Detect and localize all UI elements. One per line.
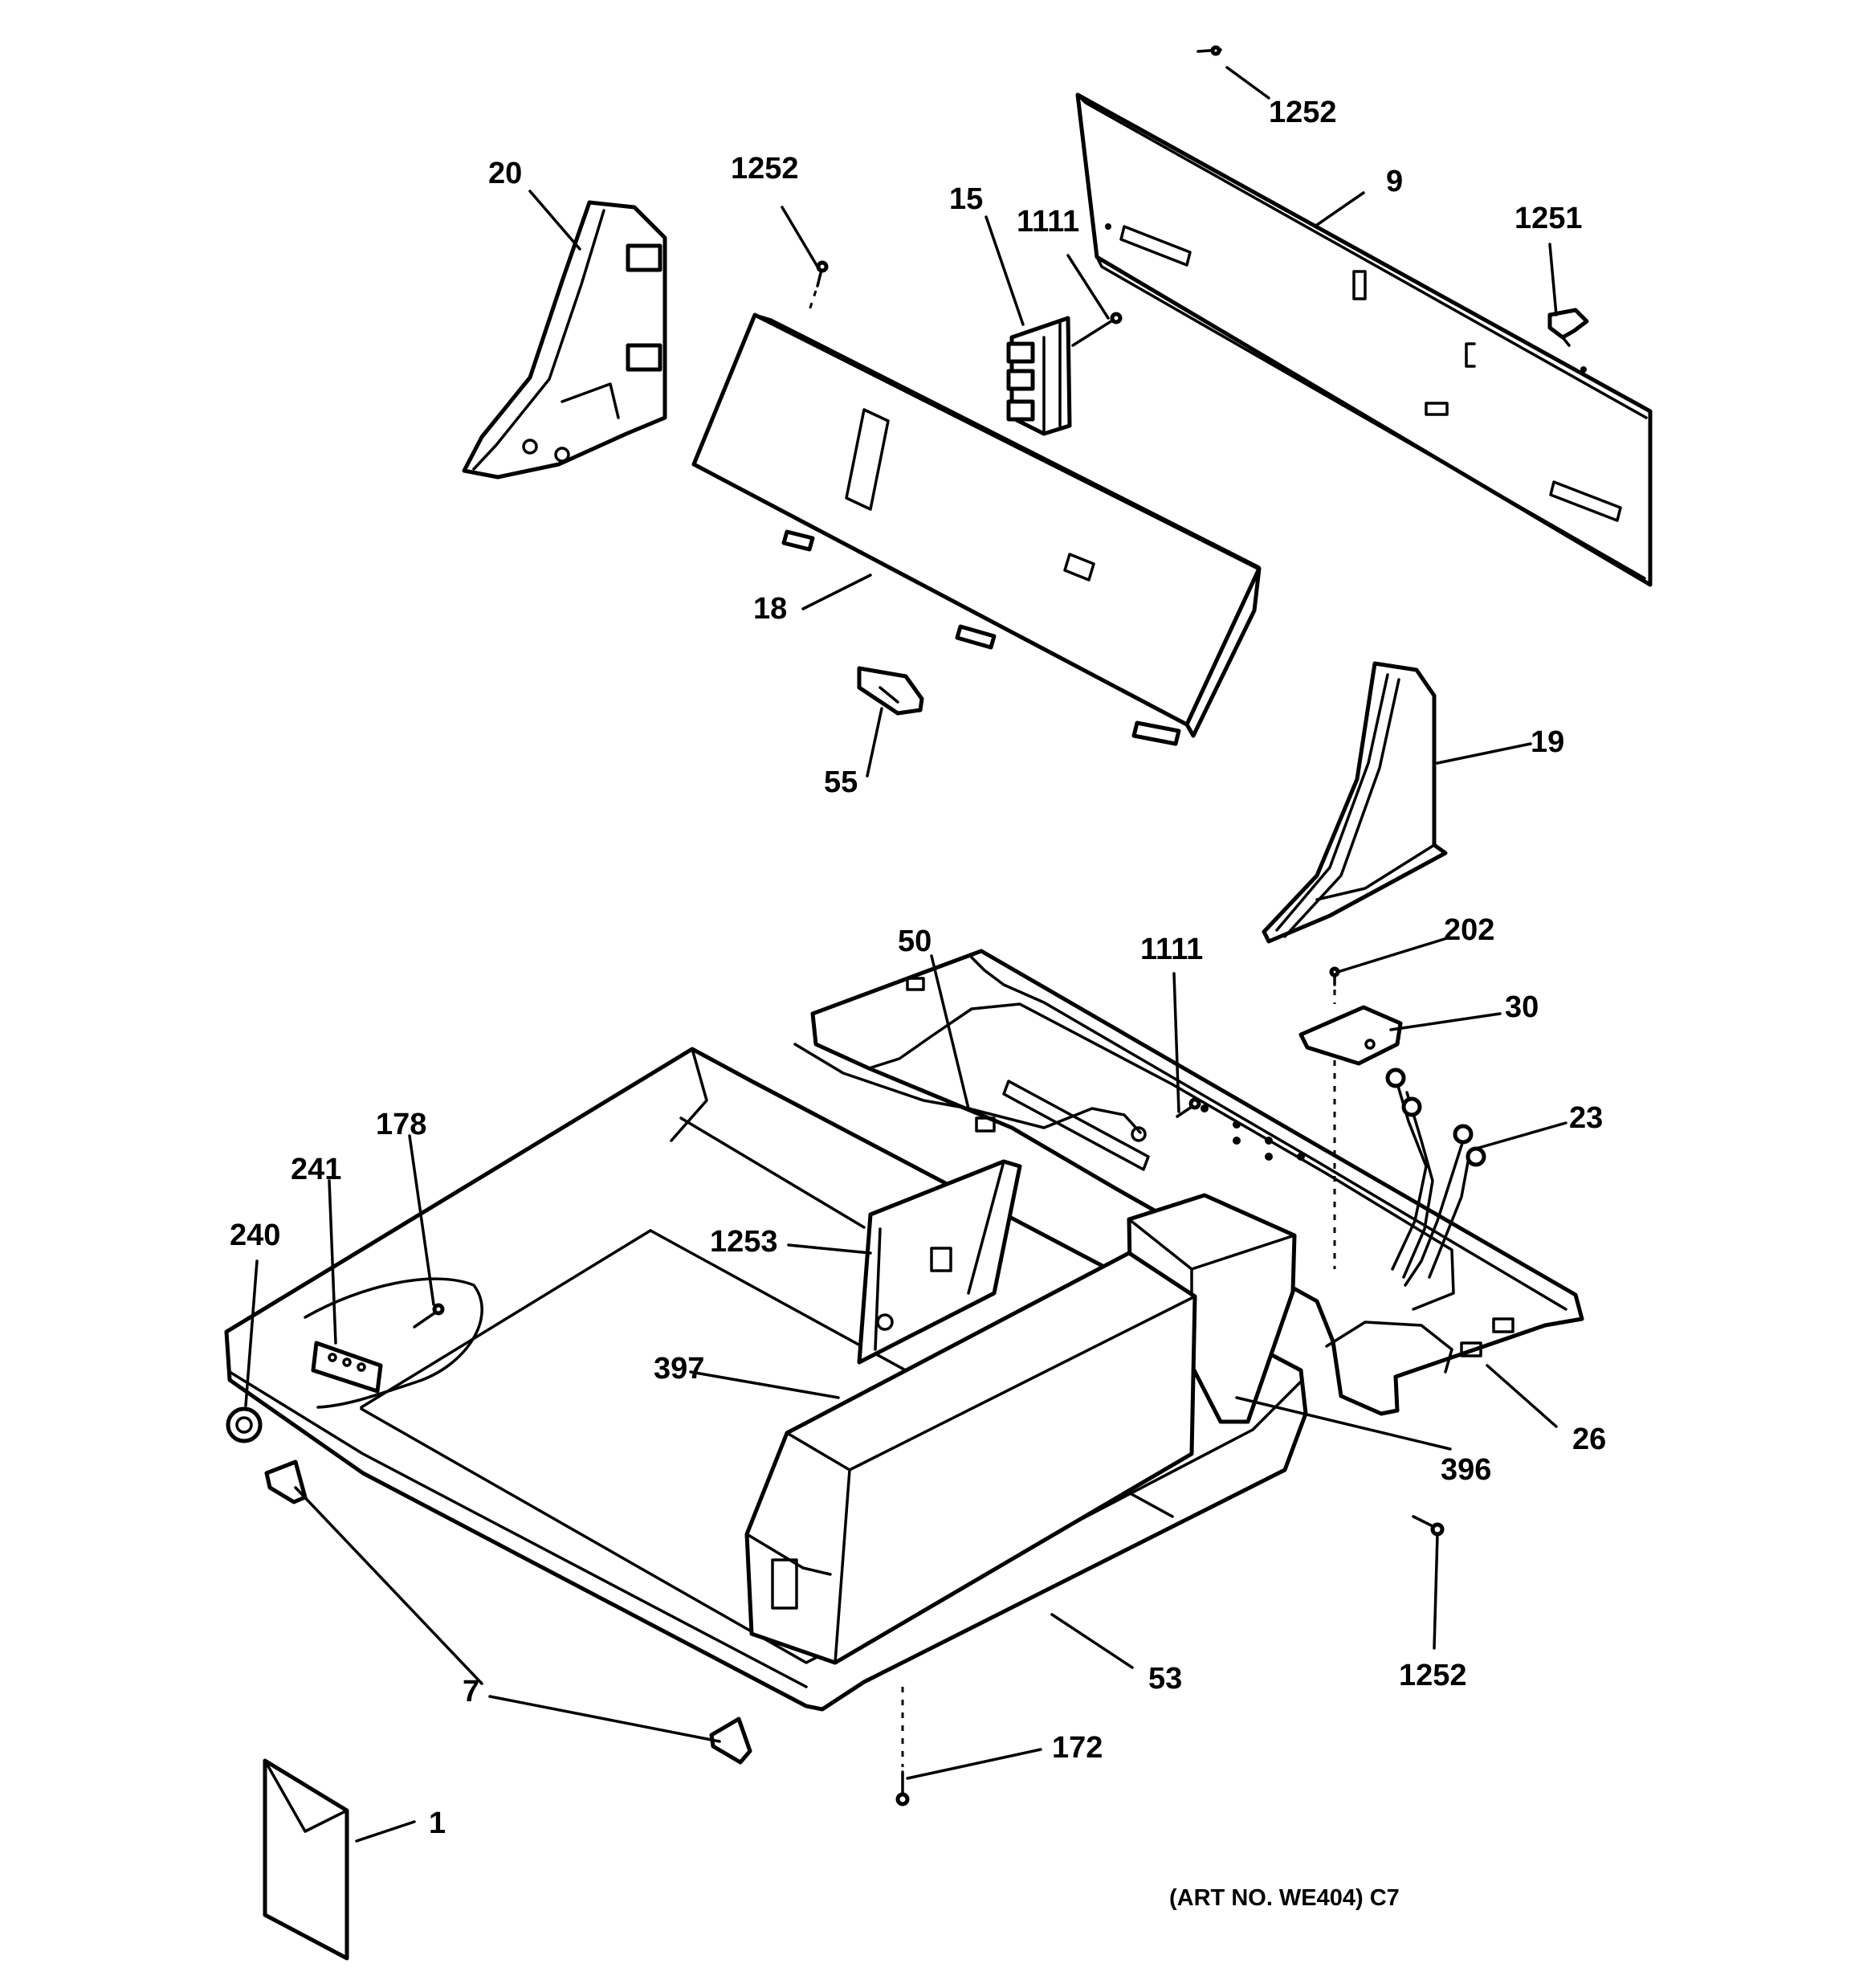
callout-7: 7 xyxy=(463,1675,479,1708)
callout-15: 15 xyxy=(949,182,983,216)
callout-1252-panel: 1252 xyxy=(731,152,799,186)
part-15-switch xyxy=(1006,316,1072,436)
part-55-clip xyxy=(857,666,924,716)
leader-lines xyxy=(244,66,1567,1843)
part-1251-clip xyxy=(1547,308,1589,347)
callout-50: 50 xyxy=(898,925,932,958)
part-20-end-cap-left xyxy=(462,200,667,480)
callout-1111-top: 1111 xyxy=(1017,205,1079,239)
part-1-literature-packet xyxy=(263,1758,349,1961)
art-number: (ART NO. WE404) C7 xyxy=(1169,1885,1400,1911)
part-240-knob xyxy=(226,1406,263,1443)
callout-1252-top: 1252 xyxy=(1269,96,1337,129)
part-1253-bracket xyxy=(857,1159,1022,1365)
part-30-bracket xyxy=(1298,1005,1403,1066)
callout-1253: 1253 xyxy=(710,1225,778,1259)
callout-labels: 1252 9 1251 20 1252 15 1111 18 55 19 50 … xyxy=(230,96,1606,1911)
callout-396: 396 xyxy=(1441,1453,1491,1487)
callout-1251: 1251 xyxy=(1514,202,1583,235)
part-18-control-panel xyxy=(691,312,1262,746)
callout-26: 26 xyxy=(1572,1423,1606,1456)
callout-9: 9 xyxy=(1386,165,1403,198)
callout-1: 1 xyxy=(429,1806,446,1840)
part-26-base-tray xyxy=(810,949,1584,1416)
callout-55: 55 xyxy=(824,765,858,799)
part-241-bracket xyxy=(311,1341,383,1394)
callout-23: 23 xyxy=(1569,1101,1603,1135)
part-7-clip-left xyxy=(264,1459,308,1504)
callout-18: 18 xyxy=(753,592,787,626)
part-23-wire-harness xyxy=(1385,1067,1486,1287)
callout-53: 53 xyxy=(1148,1662,1182,1696)
part-19-end-cap-right xyxy=(1262,661,1448,944)
callout-241: 241 xyxy=(291,1153,341,1186)
part-1111-screw-top xyxy=(1071,312,1123,347)
part-172-screw xyxy=(895,1687,910,1806)
callout-202: 202 xyxy=(1444,913,1494,947)
callout-178: 178 xyxy=(376,1108,426,1141)
callout-240: 240 xyxy=(230,1219,280,1252)
callout-19: 19 xyxy=(1531,725,1564,759)
callout-30: 30 xyxy=(1505,990,1539,1024)
part-1252-screw-bottom xyxy=(1412,1515,1445,1537)
part-1111-screw-mid xyxy=(1176,1097,1201,1118)
part-1252-screw-panel xyxy=(806,260,829,316)
part-50-wire xyxy=(793,1043,1147,1142)
callout-1252-bottom: 1252 xyxy=(1399,1659,1467,1692)
part-9-rear-panel xyxy=(1075,92,1653,587)
part-1252-screw-top xyxy=(1196,45,1222,56)
callout-20: 20 xyxy=(488,157,522,190)
callout-397: 397 xyxy=(654,1352,704,1386)
callout-172: 172 xyxy=(1052,1731,1103,1765)
part-397-duct-box xyxy=(744,1251,1197,1665)
part-curve-cutout xyxy=(304,1277,483,1409)
part-178-screw xyxy=(413,1303,445,1329)
callout-1111-mid: 1111 xyxy=(1140,933,1203,966)
part-7-clip-right xyxy=(709,1717,752,1765)
